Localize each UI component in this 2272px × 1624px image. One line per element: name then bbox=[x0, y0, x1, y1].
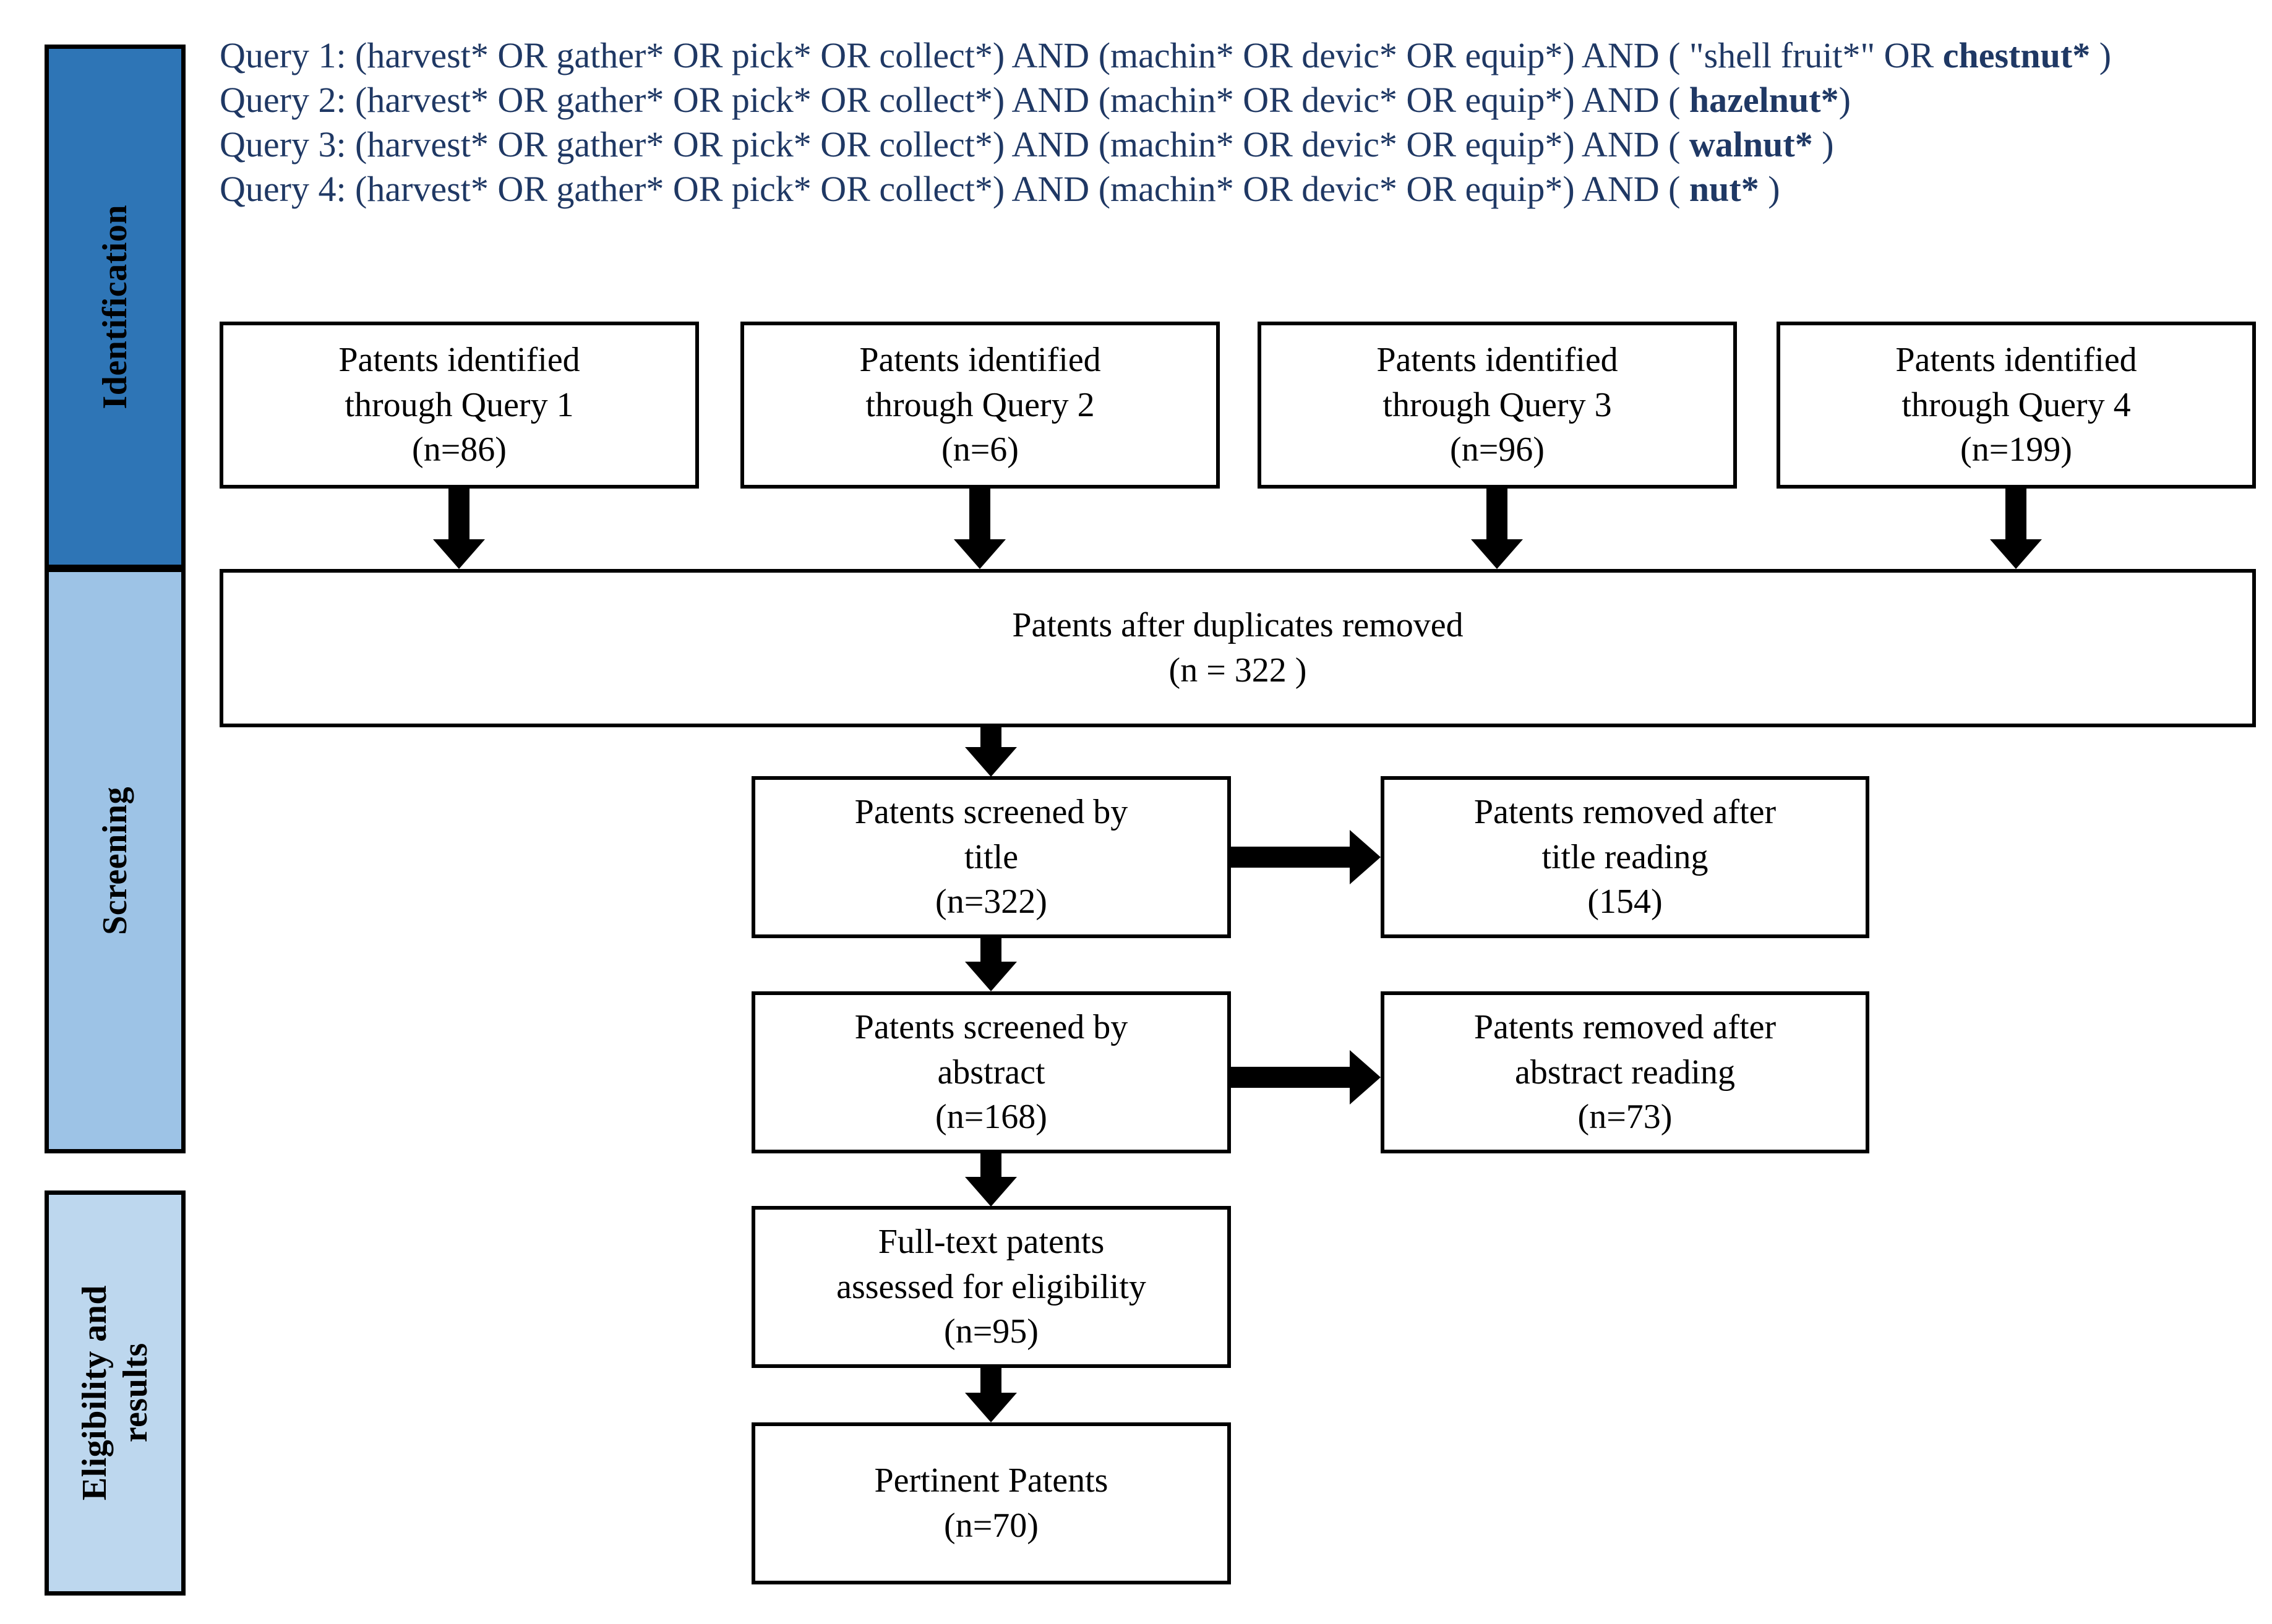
box-removed-title-line1: Patents removed after bbox=[1473, 792, 1777, 831]
query-line-4: Query 4: (harvest* OR gather* OR pick* O… bbox=[220, 167, 2255, 212]
query-list: Query 1: (harvest* OR gather* OR pick* O… bbox=[220, 33, 2255, 212]
query-3-prefix: Query 3: (harvest* OR gather* OR pick* O… bbox=[220, 124, 1689, 165]
phase-bar-screening: Screening bbox=[45, 568, 186, 1153]
box-fulltext-patents-assessed-for-eligibility: Full-text patents assessed for eligibili… bbox=[752, 1206, 1231, 1368]
phase-label-eligibility: Eligibility and results bbox=[75, 1285, 155, 1501]
query-4-term: nut* bbox=[1689, 168, 1759, 209]
box-screen-title-line2: title bbox=[964, 837, 1019, 876]
query-1-prefix: Query 1: (harvest* OR gather* OR pick* O… bbox=[220, 35, 1943, 75]
box-screen-abstract-line1: Patents screened by bbox=[854, 1007, 1128, 1046]
query-4-prefix: Query 4: (harvest* OR gather* OR pick* O… bbox=[220, 168, 1689, 209]
box-q2-line2: through Query 2 bbox=[865, 385, 1095, 424]
box-patents-removed-after-abstract-reading: Patents removed after abstract reading (… bbox=[1381, 991, 1869, 1153]
box-removed-abstract-line2: abstract reading bbox=[1514, 1053, 1736, 1092]
box-removed-abstract-count: (n=73) bbox=[1577, 1098, 1673, 1137]
box-patents-after-duplicates-removed: Patents after duplicates removed (n = 32… bbox=[220, 569, 2256, 727]
box-removed-abstract-line1: Patents removed after bbox=[1473, 1007, 1777, 1046]
box-removed-title-count: (154) bbox=[1587, 883, 1663, 921]
query-line-3: Query 3: (harvest* OR gather* OR pick* O… bbox=[220, 122, 2255, 167]
query-3-suffix: ) bbox=[1812, 124, 1834, 165]
box-patents-removed-after-title-reading: Patents removed after title reading (154… bbox=[1381, 776, 1869, 938]
box-patents-screened-by-abstract: Patents screened by abstract (n=168) bbox=[752, 991, 1231, 1153]
query-2-term: hazelnut* bbox=[1689, 79, 1839, 120]
phase-bar-identification: Identification bbox=[45, 45, 186, 569]
box-fulltext-line2: assessed for eligibility bbox=[836, 1267, 1146, 1306]
box-removed-title-line2: title reading bbox=[1541, 837, 1708, 876]
box-q1-line2: through Query 1 bbox=[345, 385, 574, 424]
box-q3-count: (n=96) bbox=[1450, 430, 1545, 469]
box-screen-title-count: (n=322) bbox=[935, 883, 1047, 921]
box-patents-query-2: Patents identified through Query 2 (n=6) bbox=[740, 322, 1220, 489]
box-q1-line1: Patents identified bbox=[338, 340, 580, 379]
box-patents-query-4: Patents identified through Query 4 (n=19… bbox=[1777, 322, 2256, 489]
query-3-term: walnut* bbox=[1689, 124, 1813, 165]
query-line-2: Query 2: (harvest* OR gather* OR pick* O… bbox=[220, 78, 2255, 122]
query-2-suffix: ) bbox=[1838, 79, 1851, 120]
box-q2-line1: Patents identified bbox=[859, 340, 1101, 379]
box-q4-line1: Patents identified bbox=[1895, 340, 2137, 379]
query-4-suffix: ) bbox=[1759, 168, 1780, 209]
box-patents-screened-by-title: Patents screened by title (n=322) bbox=[752, 776, 1231, 938]
box-patents-query-1: Patents identified through Query 1 (n=86… bbox=[220, 322, 699, 489]
box-fulltext-count: (n=95) bbox=[944, 1312, 1039, 1351]
box-pertinent-count: (n=70) bbox=[944, 1506, 1039, 1545]
box-q4-count: (n=199) bbox=[1960, 430, 2072, 469]
box-pertinent-line1: Pertinent Patents bbox=[874, 1461, 1108, 1500]
box-pertinent-patents: Pertinent Patents (n=70) bbox=[752, 1422, 1231, 1584]
query-line-1: Query 1: (harvest* OR gather* OR pick* O… bbox=[220, 33, 2255, 78]
query-1-term: chestnut* bbox=[1942, 35, 2091, 75]
box-q1-count: (n=86) bbox=[412, 430, 507, 469]
box-q4-line2: through Query 4 bbox=[1901, 385, 2131, 424]
box-duplicates-line1: Patents after duplicates removed bbox=[1012, 606, 1464, 645]
box-q3-line2: through Query 3 bbox=[1382, 385, 1612, 424]
box-fulltext-line1: Full-text patents bbox=[878, 1222, 1105, 1261]
box-patents-query-3: Patents identified through Query 3 (n=96… bbox=[1258, 322, 1737, 489]
box-screen-abstract-count: (n=168) bbox=[935, 1098, 1047, 1137]
box-duplicates-count: (n = 322 ) bbox=[1168, 651, 1307, 690]
box-screen-abstract-line2: abstract bbox=[937, 1053, 1045, 1092]
box-q3-line1: Patents identified bbox=[1376, 340, 1618, 379]
query-2-prefix: Query 2: (harvest* OR gather* OR pick* O… bbox=[220, 79, 1689, 120]
query-1-suffix: ) bbox=[2090, 35, 2112, 75]
phase-bar-eligibility: Eligibility and results bbox=[45, 1190, 186, 1596]
phase-label-screening: Screening bbox=[95, 786, 134, 935]
phase-label-identification: Identification bbox=[95, 204, 134, 409]
box-screen-title-line1: Patents screened by bbox=[854, 792, 1128, 831]
box-q2-count: (n=6) bbox=[941, 430, 1019, 469]
